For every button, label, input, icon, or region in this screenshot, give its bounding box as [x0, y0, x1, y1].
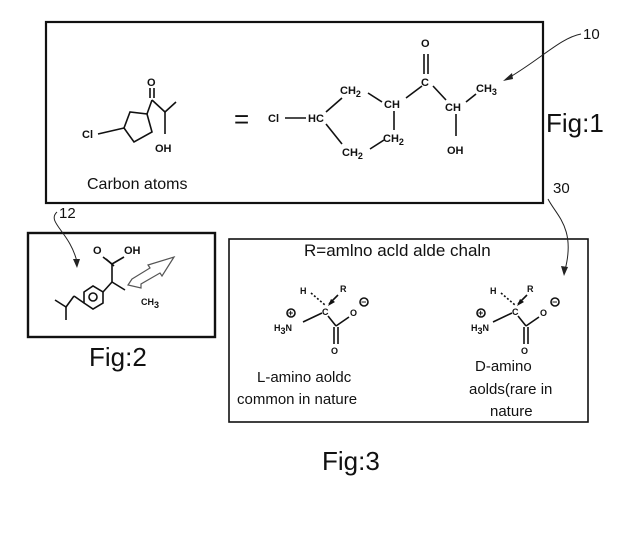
ch2-bottom-label: CH2	[342, 147, 363, 161]
cyclopentane-ring	[124, 112, 152, 142]
leader-line-30	[548, 199, 568, 270]
d-h-label: H	[490, 286, 497, 296]
fig3-header: R=amlno acld alde chaln	[304, 241, 491, 260]
hc-label: HC	[308, 113, 324, 125]
benzene-ring	[84, 286, 103, 309]
d-carbonyl-oxygen: O	[521, 346, 528, 356]
leader-arrowhead-12	[73, 259, 80, 268]
l-amino-caption-line1: L-amino aoldc	[257, 369, 352, 386]
l-minus-charge: −	[361, 297, 366, 307]
chlorine-label: Cl	[82, 129, 93, 141]
circle	[89, 293, 97, 301]
l-h-label: H	[300, 286, 307, 296]
d-amino-caption-line1: D-amino	[475, 358, 532, 375]
l-carboxylate-oxygen: O	[350, 308, 357, 318]
d-amino-acid-structure: H R C + H3N O − O	[471, 284, 559, 356]
reference-numeral-10: 10	[583, 26, 600, 43]
fig3-label: Fig:3	[322, 446, 380, 476]
fig1-panel: Cl O OH = Cl HC CH2 CH CH2 CH2	[46, 22, 604, 203]
fig3-panel: R=amlno acld alde chaln 30 H R C + H3N O…	[229, 180, 588, 476]
d-amino-caption-line2: aolds(rare in	[469, 381, 552, 398]
l-alpha-carbon-label: C	[322, 307, 329, 317]
equals-sign: =	[234, 104, 249, 134]
ch2-ring-label: CH2	[383, 133, 404, 147]
methyl-label-fig2: CH3	[141, 297, 159, 310]
line	[501, 293, 515, 305]
acid-hydroxyl-label: OH	[124, 245, 141, 257]
reference-numeral-12: 12	[59, 205, 76, 222]
ibuprofen-structure: O OH CH3	[55, 245, 174, 320]
d-minus-charge: −	[552, 297, 557, 307]
line	[311, 293, 325, 305]
ketone-oxygen-label: O	[147, 77, 156, 89]
d-amino-caption-line3: nature	[490, 403, 533, 420]
carbonyl-oxygen-label: O	[421, 38, 430, 50]
l-r-label: R	[340, 284, 347, 294]
leader-arrowhead-10	[503, 73, 513, 81]
leader-arrowhead-30	[561, 266, 568, 276]
d-alpha-carbon-label: C	[512, 307, 519, 317]
acid-oxygen-label: O	[93, 245, 102, 257]
fig1-label: Fig:1	[546, 108, 604, 138]
fig2-frame	[28, 233, 215, 337]
l-carbonyl-oxygen: O	[331, 346, 338, 356]
ch2-top-label: CH2	[340, 85, 361, 99]
d-ammonium-label: H3N	[471, 323, 489, 336]
hollow-pointer-arrow	[128, 257, 174, 288]
fig1-right-structure: Cl HC CH2 CH CH2 CH2 C O CH CH3 OH	[268, 38, 497, 161]
reference-numeral-30: 30	[553, 180, 570, 197]
d-carboxylate-oxygen: O	[540, 308, 547, 318]
l-amino-acid-structure: H R C + H3N O − O	[274, 284, 368, 356]
ch-chain-label: CH	[445, 102, 461, 114]
fig2-label: Fig:2	[89, 342, 147, 372]
l-amino-caption-line2: common in nature	[237, 391, 357, 408]
d-r-label: R	[527, 284, 534, 294]
l-ammonium-label: H3N	[274, 323, 292, 336]
chlorine-label-right: Cl	[268, 113, 279, 125]
fig1-caption: Carbon atoms	[87, 176, 188, 193]
hydroxyl-label: OH	[155, 143, 172, 155]
methyl-label: CH3	[476, 83, 497, 97]
carbonyl-carbon-label: C	[421, 77, 429, 89]
ch-ring-label: CH	[384, 99, 400, 111]
fig2-panel: 12 O OH CH3 Fig:2	[28, 205, 215, 372]
hydroxyl-label-right: OH	[447, 145, 464, 157]
fig1-left-structure: Cl O OH	[82, 77, 176, 155]
